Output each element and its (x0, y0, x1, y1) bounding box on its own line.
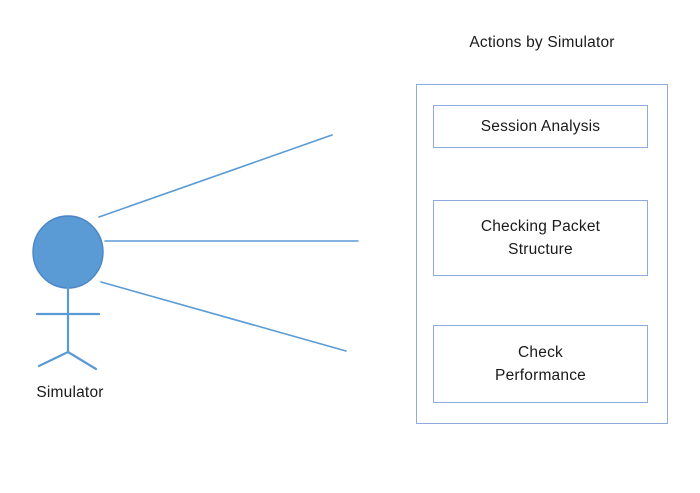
actor-figure[interactable] (32, 215, 104, 371)
system-title: Actions by Simulator (469, 34, 615, 51)
use-case-label-line: Session Analysis (480, 118, 601, 135)
use-case-check-performance[interactable]: Check Performance (433, 325, 648, 403)
use-case-label-line: Structure (508, 241, 573, 258)
association-line-check-performance[interactable] (100, 281, 347, 352)
actor-label: Simulator (36, 384, 104, 401)
actor-right-leg-line (66, 350, 98, 371)
use-case-label-line: Checking Packet (480, 218, 601, 235)
use-case-session-analysis[interactable]: Session Analysis (433, 105, 648, 148)
use-case-label-line: Performance (495, 367, 586, 384)
association-lines (98, 134, 359, 352)
actor-left-leg-line (37, 350, 70, 368)
system-boundary (416, 84, 668, 424)
association-line-session-analysis[interactable] (98, 134, 333, 218)
actor-head-icon (32, 215, 104, 289)
use-case-label-line: Check (518, 344, 563, 361)
use-case-checking-packet-structure[interactable]: Checking Packet Structure (433, 200, 648, 276)
use-case-list: Session Analysis Checking Packet Structu… (416, 84, 668, 424)
